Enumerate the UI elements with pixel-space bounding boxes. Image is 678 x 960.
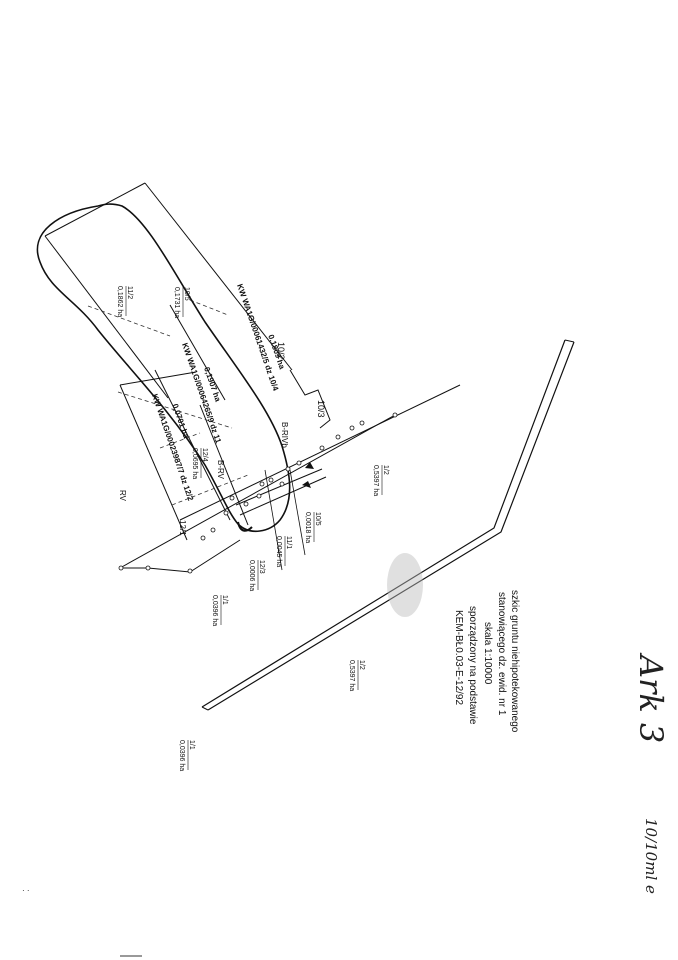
parcel-11-2-area: 0,1862 ha <box>116 286 123 317</box>
parcel-12-3-area: 0,0006 ha <box>248 560 255 591</box>
landuse-b-rivb: B-RIVb <box>280 422 289 448</box>
dashed-lines <box>87 299 249 506</box>
parcel-1-1-area: 0,0396 ha <box>211 595 218 626</box>
survey-points <box>118 412 398 574</box>
legend-line-5: KEM-BŁ0.03-E-12/92 <box>453 610 464 705</box>
landuse-rv: RV <box>118 490 127 502</box>
parcel-1-2b-area: 0,5397 ha <box>348 660 355 691</box>
legend-line-1: szkic gruntu niehipotekowanego <box>509 590 520 733</box>
svg-text:· ·: · · <box>22 886 30 895</box>
parcel-12-3-num: 12/3 <box>258 560 265 574</box>
road-edge-lower <box>207 341 575 711</box>
parcel-10-5b-area: 0,0018 ha <box>304 512 311 543</box>
parcel-boundaries <box>44 182 461 573</box>
landuse-b-rv: B-RV <box>216 460 225 480</box>
parcel-1-2b-num: 1/2 <box>358 660 365 670</box>
annex-label: Ark 3 <box>632 652 670 743</box>
parcel-12-4-area: 0,0695 ha <box>191 448 198 479</box>
parcel-12-4-num: 12/4 <box>201 448 208 462</box>
parcel-11-1-area: 0,0045 ha <box>275 536 282 567</box>
parcel-10-5-num: 10/5 <box>183 287 190 301</box>
parcel-1-1b-num: 1/1 <box>188 740 195 750</box>
parcel-10-3-label: 10/3 <box>316 400 326 418</box>
parcel-10-5b-num: 10/5 <box>314 512 321 526</box>
road-edge-upper <box>201 339 566 708</box>
legend-line-2: stanowiącego dz. ewid. nr 1 <box>496 592 507 716</box>
parcel-10-2-label: 10/2 <box>276 342 286 360</box>
parcel-10-5-area: 0,1731 ha <box>173 287 180 318</box>
parcel-11-1-num: 11/1 <box>285 536 292 549</box>
legend-line-4: sporządzony na podstawie <box>467 606 478 725</box>
scan-shadow <box>387 553 423 617</box>
parcel-1-2-num: 1/2 <box>382 465 389 475</box>
handwritten-note: 10/10ml e <box>642 818 660 894</box>
parcel-1-1b-area: 0,0396 ha <box>178 740 185 771</box>
freehand-outline <box>36 203 291 532</box>
parcel-11-2-num: 11/2 <box>126 286 133 299</box>
sketch-legend: szkic gruntu niehipotekowanego stanowiąc… <box>453 590 520 733</box>
parcel-12-1-label: 12/1 <box>178 520 187 536</box>
parcel-1-2-area: 0,5397 ha <box>372 465 379 496</box>
legend-line-3: skala 1:10000 <box>482 622 493 685</box>
road-strip <box>201 339 575 711</box>
parcel-1-1-num: 1/1 <box>221 595 228 605</box>
